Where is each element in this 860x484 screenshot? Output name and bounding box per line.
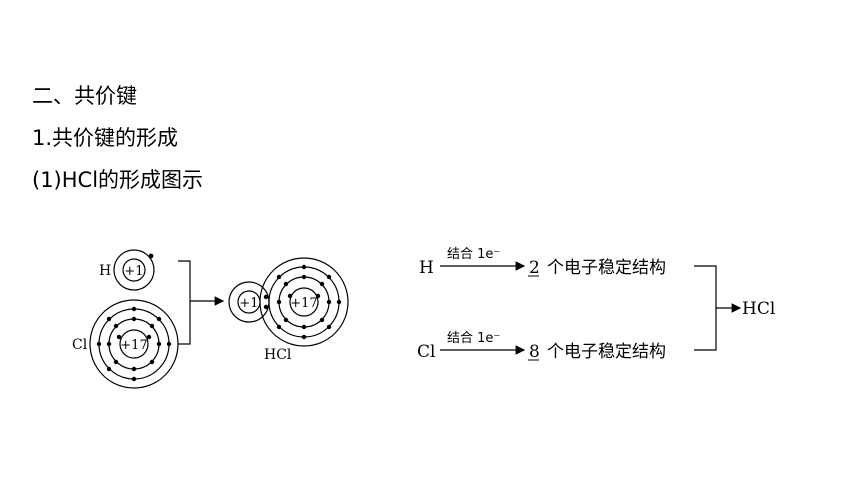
h-symbol: H bbox=[99, 263, 111, 279]
cl-nucleus-label: +17 bbox=[120, 338, 147, 353]
subsection-title: 1.共价键的形成 bbox=[32, 126, 179, 150]
flow-cl-text: 个电子稳定结构 bbox=[547, 342, 666, 362]
flow-h-arrow-label: 结合 1e⁻ bbox=[447, 247, 500, 262]
hcl-molecule bbox=[228, 257, 349, 347]
flow-h-start: H bbox=[419, 258, 434, 278]
hcl-cl-nucleus-label: +17 bbox=[290, 296, 317, 311]
flow-diagram: H 结合 1e⁻ 2 个电子稳定结构 Cl 结合 1e⁻ 8 个电子稳定结构 H… bbox=[417, 247, 775, 362]
flow-cl-count: 8 bbox=[529, 342, 540, 362]
h-nucleus-label: +1 bbox=[124, 264, 143, 279]
flow-cl-arrow-label: 结合 1e⁻ bbox=[447, 331, 500, 346]
cl-atom bbox=[89, 299, 179, 389]
flow-cl-start: Cl bbox=[417, 342, 435, 362]
hcl-label: HCl bbox=[264, 347, 292, 363]
cl-symbol: Cl bbox=[72, 337, 88, 353]
item-title: (1)HCl的形成图示 bbox=[32, 168, 204, 192]
hcl-h-nucleus-label: +1 bbox=[239, 296, 258, 311]
atom-structure-diagram bbox=[89, 249, 349, 389]
flow-h-count: 2 bbox=[529, 258, 540, 278]
flow-product: HCl bbox=[742, 299, 775, 319]
section-title: 二、共价键 bbox=[32, 84, 137, 108]
flow-h-text: 个电子稳定结构 bbox=[547, 258, 666, 278]
h-atom bbox=[113, 249, 155, 291]
